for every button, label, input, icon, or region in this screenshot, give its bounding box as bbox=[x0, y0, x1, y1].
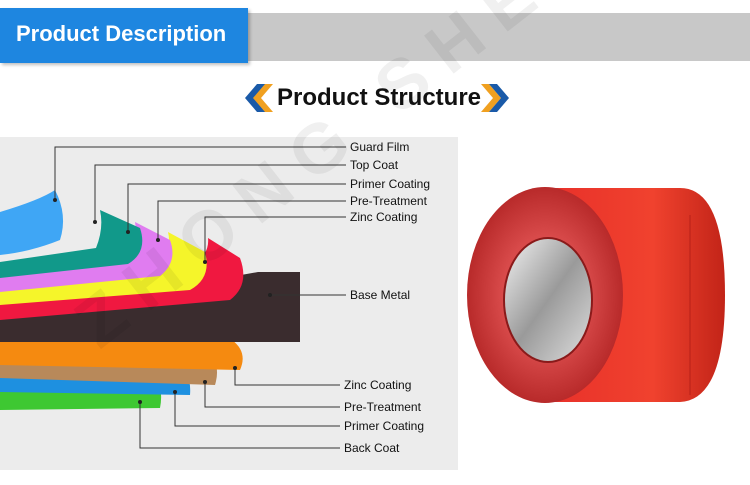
layer-primer-coating bbox=[0, 222, 173, 292]
section-title-text: Product Structure bbox=[277, 84, 482, 111]
right-chevron-icon bbox=[481, 84, 501, 112]
header-title: Product Description bbox=[16, 21, 227, 46]
label-pre-treatment-bottom: Pre-Treatment bbox=[344, 400, 421, 414]
label-zinc-coating-bottom: Zinc Coating bbox=[344, 378, 412, 392]
label-guard-film: Guard Film bbox=[350, 140, 410, 154]
label-zinc-coating-top: Zinc Coating bbox=[350, 210, 418, 224]
section-title: Product Structure bbox=[243, 80, 511, 116]
label-pre-treatment-top: Pre-Treatment bbox=[350, 194, 427, 208]
label-primer-coating-top: Primer Coating bbox=[350, 177, 431, 191]
layer-bottom-zinc bbox=[0, 340, 243, 370]
steel-coil-image bbox=[467, 187, 725, 403]
layer-top-coat bbox=[0, 210, 143, 278]
layer-guard-film bbox=[0, 190, 64, 255]
section-title-arrows bbox=[245, 84, 509, 112]
label-primer-coating-bottom: Primer Coating bbox=[344, 419, 425, 433]
label-base-metal: Base Metal bbox=[350, 288, 411, 302]
header-tab: Product Description bbox=[0, 8, 248, 63]
label-top-coat: Top Coat bbox=[350, 158, 399, 172]
label-back-coat: Back Coat bbox=[344, 441, 400, 455]
